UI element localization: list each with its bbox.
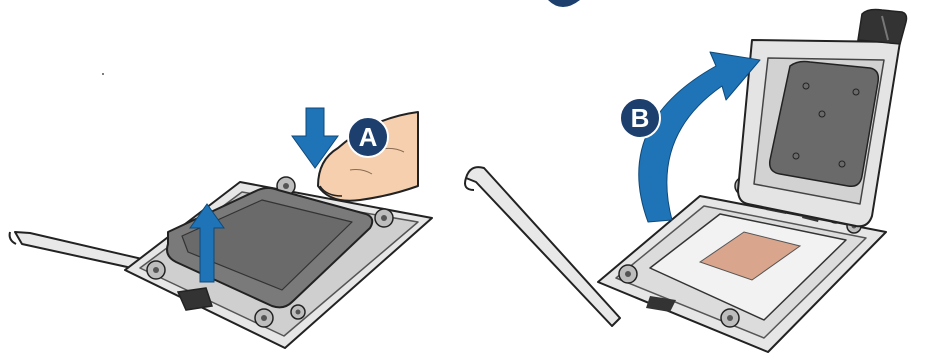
socket-screw xyxy=(375,209,393,227)
step-a-label: A xyxy=(359,122,378,152)
panel-step-b: B xyxy=(465,0,907,352)
socket-screw xyxy=(291,305,305,319)
cropped-badge xyxy=(548,0,580,7)
step-b-label: B xyxy=(631,103,650,133)
socket-screw xyxy=(147,261,165,279)
socket-screw xyxy=(721,309,739,327)
load-lever-right xyxy=(465,167,620,326)
load-plate-tab xyxy=(858,10,907,45)
load-plate-open xyxy=(738,10,907,227)
step-badge-a: A xyxy=(348,117,388,157)
lever-hook xyxy=(178,288,212,310)
panel-step-a: A xyxy=(10,73,432,348)
speck xyxy=(102,73,104,75)
socket-screw xyxy=(255,309,273,327)
step-badge-b: B xyxy=(620,98,660,138)
socket-screw xyxy=(619,265,637,283)
